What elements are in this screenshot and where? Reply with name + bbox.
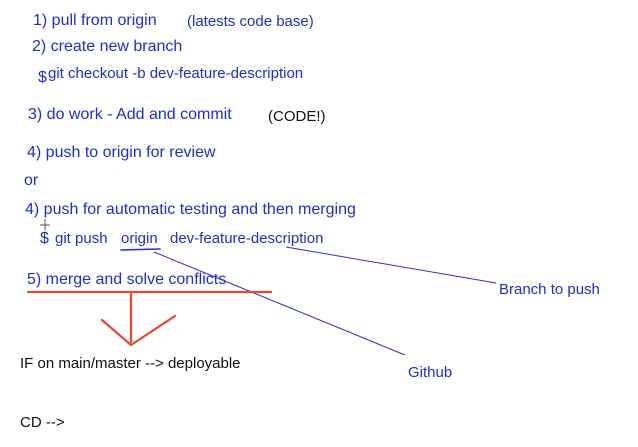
github-pointer-line xyxy=(153,251,406,356)
step-4b-text: 4) push for automatic testing and then m… xyxy=(25,201,356,218)
step-4a-text: 4) push to origin for review xyxy=(27,144,216,161)
step-2-command: git checkout -b dev-feature-description xyxy=(48,65,304,82)
step-2-text: 2) create new branch xyxy=(32,38,183,55)
deployable-text: IF on main/master --> deployable xyxy=(20,355,241,372)
branch-to-push-label: Branch to push xyxy=(499,281,600,298)
step-5-text: 5) merge and solve conflicts xyxy=(27,271,227,288)
step-2-dollar: $ xyxy=(38,69,47,86)
cd-text: CD --> xyxy=(20,414,65,431)
step-4-dollar: $ xyxy=(40,230,49,247)
step-3-text: 3) do work - Add and commit xyxy=(28,106,232,123)
step-4-command-git-push: git push xyxy=(55,230,108,247)
github-label: Github xyxy=(408,364,453,381)
or-text: or xyxy=(24,172,39,189)
origin-underline xyxy=(120,248,161,251)
step-4-command-origin: origin xyxy=(121,230,158,247)
red-arrowhead xyxy=(100,314,177,347)
step-3-note: (CODE!) xyxy=(268,108,326,125)
branch-pointer-line xyxy=(285,246,497,284)
step-4-command-branch: dev-feature-description xyxy=(170,230,324,247)
step-1-text: 1) pull from origin xyxy=(33,12,157,29)
cursor-icon xyxy=(40,219,50,230)
step-1-note: (latests code base) xyxy=(187,13,314,30)
